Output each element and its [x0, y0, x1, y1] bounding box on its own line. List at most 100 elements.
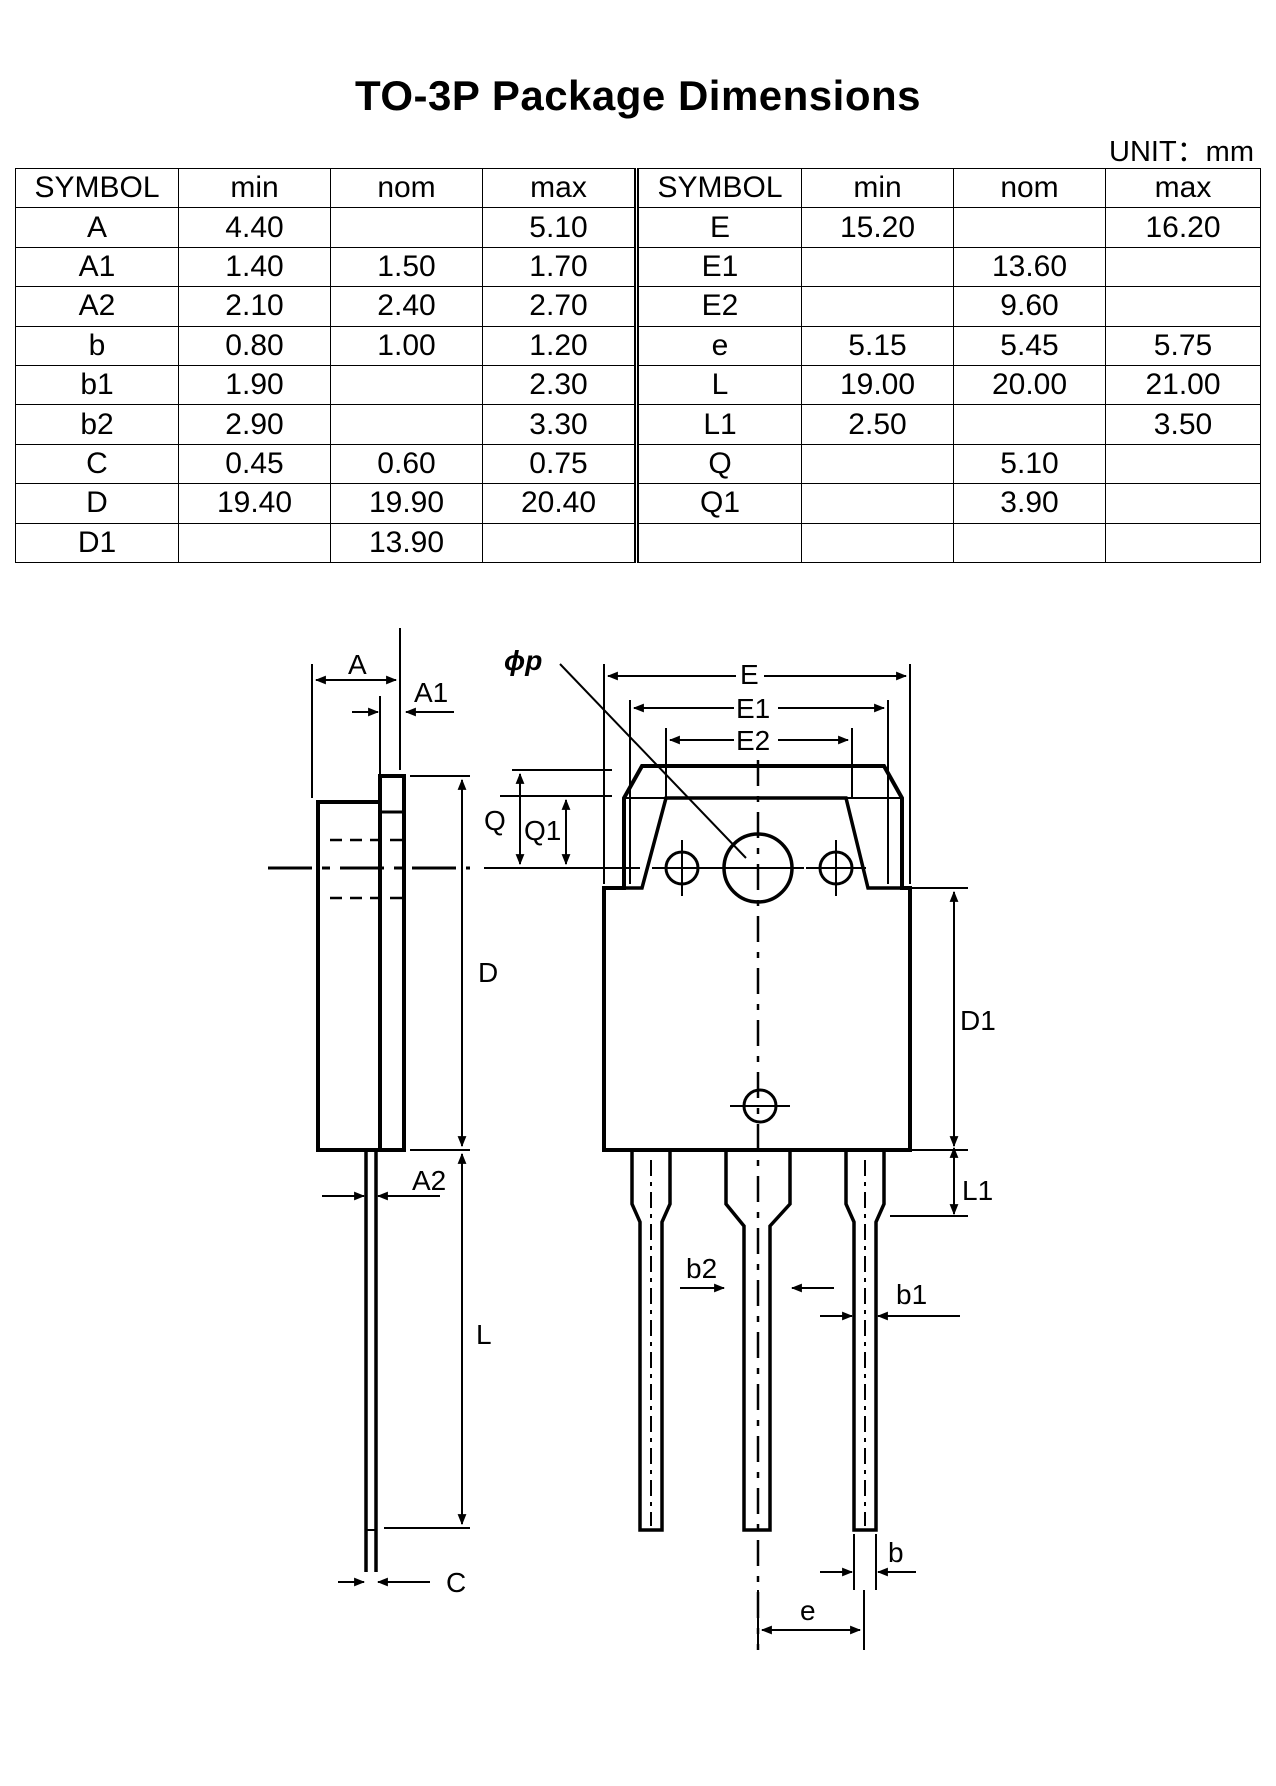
table-cell: Q1: [636, 483, 802, 524]
label-q1: Q1: [524, 815, 561, 846]
table-cell: [801, 286, 954, 327]
label-c: C: [446, 1567, 466, 1598]
lead-left: [630, 1150, 672, 1532]
table-cell: 5.45: [953, 325, 1106, 366]
front-body: [602, 764, 912, 1152]
table-cell: b: [15, 325, 179, 366]
label-a2: A2: [412, 1165, 446, 1196]
table-cell: 19.40: [178, 483, 331, 524]
table-cell: [330, 207, 483, 248]
table-row: D 19.40 19.90 20.40 Q1 3.90: [15, 483, 1261, 524]
table-cell: [482, 522, 639, 563]
table-cell: 5.75: [1105, 325, 1261, 366]
table-row: b1 1.90 2.30 L 19.00 20.00 21.00: [15, 364, 1261, 406]
phi-p-leader: [559, 663, 747, 859]
table-cell: e: [636, 325, 802, 366]
table-cell: Q: [636, 443, 802, 485]
table-cell: 21.00: [1105, 364, 1261, 406]
table-cell: 2.10: [178, 286, 331, 327]
table-cell: 19.00: [801, 364, 954, 406]
table-cell: [953, 404, 1106, 445]
label-e-pitch: e: [800, 1595, 816, 1626]
table-cell: C: [15, 443, 179, 485]
table-row: b2 2.90 3.30 L1 2.50 3.50: [15, 404, 1261, 445]
table-cell: 3.50: [1105, 404, 1261, 445]
table-cell: A2: [15, 286, 179, 327]
lead-right: [844, 1150, 886, 1532]
table-cell: [636, 522, 802, 563]
table-cell: 5.15: [801, 325, 954, 366]
label-e2: E2: [736, 725, 770, 756]
table-cell: L1: [636, 404, 802, 445]
side-view: [268, 628, 470, 1587]
header-cell: nom: [953, 167, 1106, 209]
front-view: [484, 663, 968, 1650]
header-cell: max: [1105, 167, 1261, 209]
table-cell: 2.70: [482, 286, 639, 327]
table-cell: 0.45: [178, 443, 331, 485]
label-e: E: [740, 659, 759, 690]
label-q: Q: [484, 805, 506, 836]
table-cell: D: [15, 483, 179, 524]
table-cell: 1.90: [178, 364, 331, 406]
table-cell: E2: [636, 286, 802, 327]
tab-bevel: [624, 796, 902, 890]
table-cell: 2.30: [482, 364, 639, 406]
label-b2: b2: [686, 1253, 717, 1284]
table-row: C 0.45 0.60 0.75 Q 5.10: [15, 443, 1261, 485]
header-cell: SYMBOL: [15, 167, 179, 209]
table-row: A1 1.40 1.50 1.70 E1 13.60: [15, 246, 1261, 288]
table-cell: [801, 246, 954, 288]
table-cell: [1105, 522, 1261, 563]
package-drawing: A A1 D A2 L C ϕp E E1 E2 Q Q1 D1 L1 b2 b…: [268, 628, 996, 1650]
label-phi-p: ϕp: [504, 645, 542, 676]
table-cell: [1105, 483, 1261, 524]
table-cell: 9.60: [953, 286, 1106, 327]
table-cell: 20.00: [953, 364, 1106, 406]
table-cell: 0.75: [482, 443, 639, 485]
table-cell: 4.40: [178, 207, 331, 248]
lead-center: [724, 1150, 792, 1532]
drawing-labels: A A1 D A2 L C ϕp E E1 E2 Q Q1 D1 L1 b2 b…: [344, 645, 996, 1626]
table-row: A2 2.10 2.40 2.70 E2 9.60: [15, 286, 1261, 327]
table-cell: 2.90: [178, 404, 331, 445]
table-cell: L: [636, 364, 802, 406]
table-cell: 1.20: [482, 325, 639, 366]
label-b: b: [888, 1537, 904, 1568]
header-cell: nom: [330, 167, 483, 209]
table-cell: A1: [15, 246, 179, 288]
table-cell: [953, 522, 1106, 563]
table-cell: 2.40: [330, 286, 483, 327]
table-header-row: SYMBOL min nom max SYMBOL min nom max: [15, 167, 1261, 209]
table-cell: 2.50: [801, 404, 954, 445]
table-cell: 0.60: [330, 443, 483, 485]
table-cell: 13.60: [953, 246, 1106, 288]
table-cell: [801, 443, 954, 485]
table-cell: 1.40: [178, 246, 331, 288]
table-cell: b1: [15, 364, 179, 406]
table-cell: [801, 522, 954, 563]
label-l: L: [476, 1319, 492, 1350]
table-cell: 0.80: [178, 325, 331, 366]
label-d1: D1: [960, 1005, 996, 1036]
table-cell: [330, 364, 483, 406]
label-e1: E1: [736, 693, 770, 724]
table-cell: 19.90: [330, 483, 483, 524]
table-cell: [178, 522, 331, 563]
header-cell: min: [178, 167, 331, 209]
table-cell: [1105, 286, 1261, 327]
table-cell: [953, 207, 1106, 248]
label-a1: A1: [414, 677, 448, 708]
header-cell: max: [482, 167, 639, 209]
table-cell: E: [636, 207, 802, 248]
label-d: D: [478, 957, 498, 988]
table-cell: 5.10: [482, 207, 639, 248]
side-body: [316, 800, 382, 1152]
table-cell: 16.20: [1105, 207, 1261, 248]
header-cell: SYMBOL: [636, 167, 802, 209]
table-cell: E1: [636, 246, 802, 288]
table-cell: b2: [15, 404, 179, 445]
table-row: b 0.80 1.00 1.20 e 5.15 5.45 5.75: [15, 325, 1261, 366]
table-cell: 13.90: [330, 522, 483, 563]
table-cell: [330, 404, 483, 445]
